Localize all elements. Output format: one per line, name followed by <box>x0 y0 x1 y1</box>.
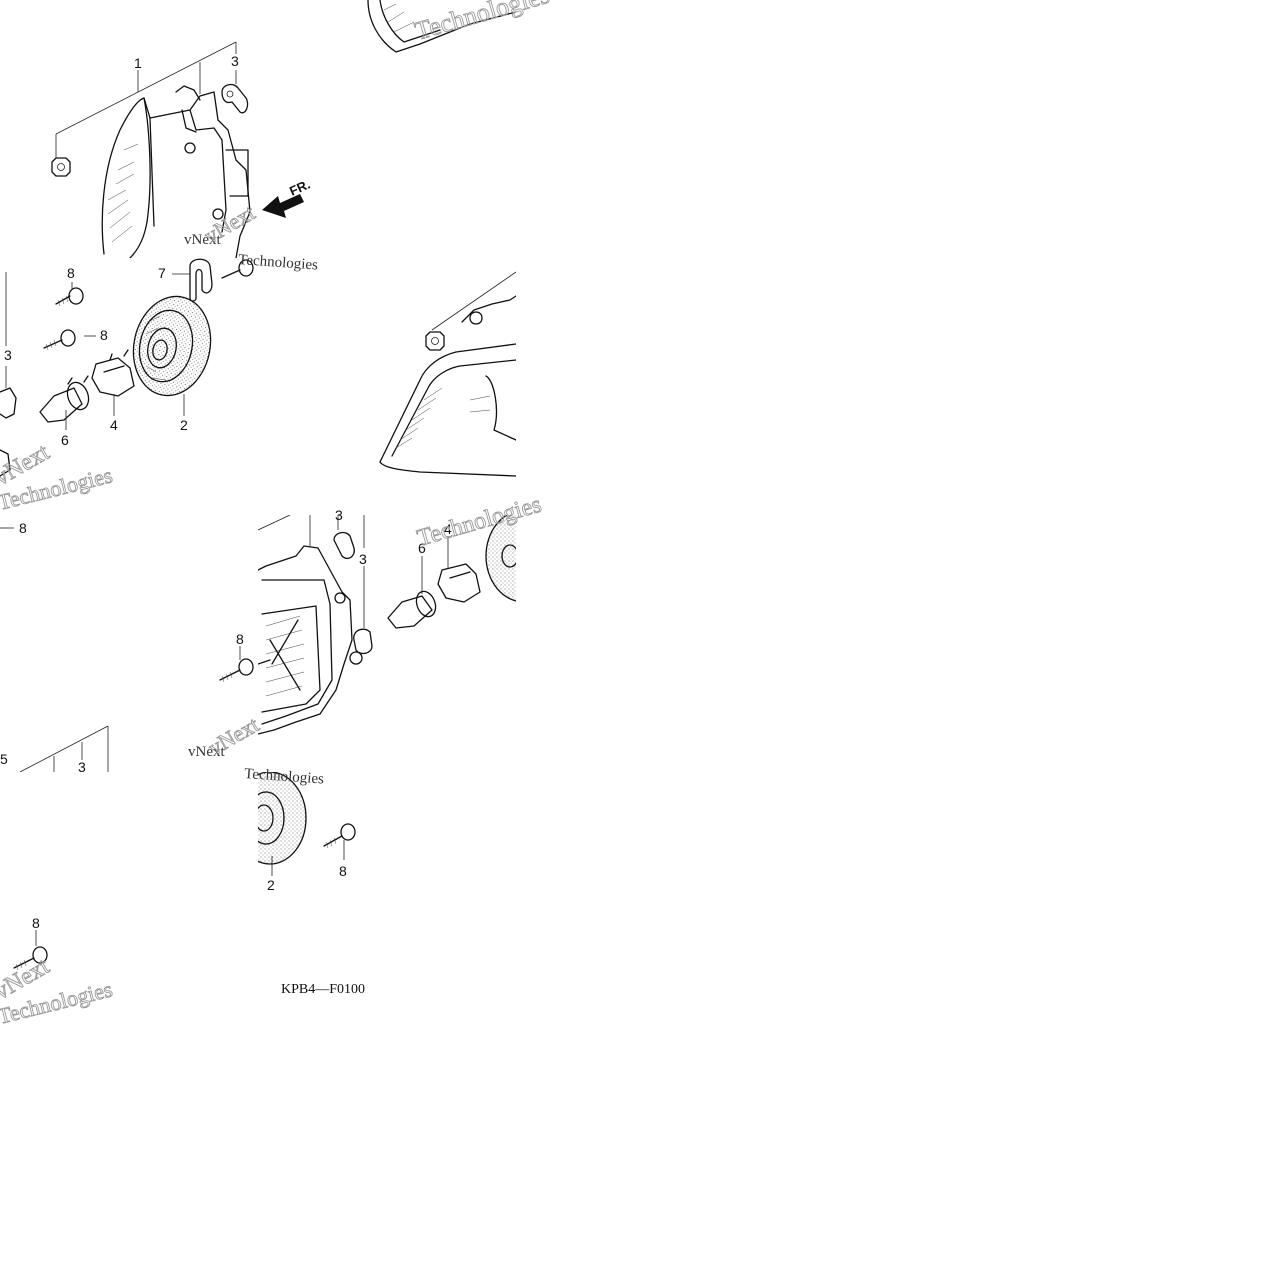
watermark-text: Technologies <box>244 766 325 788</box>
watermark-text: Technologies <box>412 0 553 46</box>
callout-5: 5 <box>0 751 8 767</box>
headlight-housing-front <box>258 545 363 735</box>
bolt-part-8-f <box>258 659 271 665</box>
watermark: Technologies vNext vNext Technologies vN… <box>0 0 553 1029</box>
bolt-part-8-g <box>13 930 48 971</box>
bulb-part-6 <box>39 375 90 423</box>
callout-8: 8 <box>339 863 347 879</box>
callout-7: 7 <box>158 265 166 281</box>
callout-6: 6 <box>418 540 426 556</box>
callout-8: 8 <box>67 265 75 281</box>
bolt-part-8-e <box>219 646 254 683</box>
callout-leaders-e2 <box>19 725 109 772</box>
watermark-text: vNext <box>200 200 259 249</box>
clamp-part-7 <box>189 258 213 302</box>
socket-part-4-f <box>437 563 481 603</box>
callout-8: 8 <box>236 631 244 647</box>
bulb-part-6-f <box>387 590 437 629</box>
callout-3: 3 <box>231 53 239 69</box>
callout-8: 8 <box>19 520 27 536</box>
callout-3: 3 <box>359 551 367 567</box>
callout-1: 1 <box>134 55 142 71</box>
callout-leaders-a <box>55 41 237 158</box>
callout-6: 6 <box>61 432 69 448</box>
callout-leaders-f <box>258 515 449 628</box>
callout-leaders-d <box>431 271 516 331</box>
callout-2: 2 <box>180 417 188 433</box>
socket-part-4 <box>91 349 135 397</box>
callout-3: 3 <box>78 759 86 775</box>
reflector-part-2-h <box>258 772 307 876</box>
watermark-text: vNext <box>188 744 225 760</box>
headlight-housing-assembly <box>101 85 251 258</box>
housing-corner-fragment <box>367 0 516 53</box>
callout-3: 3 <box>335 507 343 523</box>
callout-8: 8 <box>32 915 40 931</box>
callout-numbers: 1 3 8 7 8 3 4 2 6 8 3 4 6 3 8 5 3 2 8 8 <box>0 53 452 931</box>
watermark-text: Technologies <box>414 492 544 552</box>
direction-label: FR. <box>287 177 312 199</box>
callout-2: 2 <box>267 877 275 893</box>
grommet-part-3-f <box>333 531 373 655</box>
bolt-part-8 <box>55 287 84 307</box>
grommet-part-3 <box>221 83 249 114</box>
callout-leaders-c <box>5 272 190 430</box>
reflector-edge-f <box>485 515 516 602</box>
bolt-part-8b <box>43 329 76 351</box>
watermark-text: Technologies <box>238 252 319 274</box>
callout-8: 8 <box>100 327 108 343</box>
headlight-lens <box>379 295 516 477</box>
front-direction-arrow: FR. <box>262 177 312 218</box>
callout-4: 4 <box>110 417 118 433</box>
diagram-code: KPB4—F0100 <box>281 982 365 997</box>
callout-4: 4 <box>444 521 452 537</box>
nut-part <box>51 157 71 177</box>
watermark-text: vNext <box>204 712 263 761</box>
nut-part-d <box>425 331 445 351</box>
bolt-part-8c <box>221 259 254 279</box>
bolt-part-8-h <box>323 823 356 860</box>
callout-3: 3 <box>4 347 12 363</box>
grommet-part-3-edge <box>0 387 17 477</box>
reflector-part-2 <box>132 295 212 397</box>
watermark-text: vNext <box>184 232 221 248</box>
